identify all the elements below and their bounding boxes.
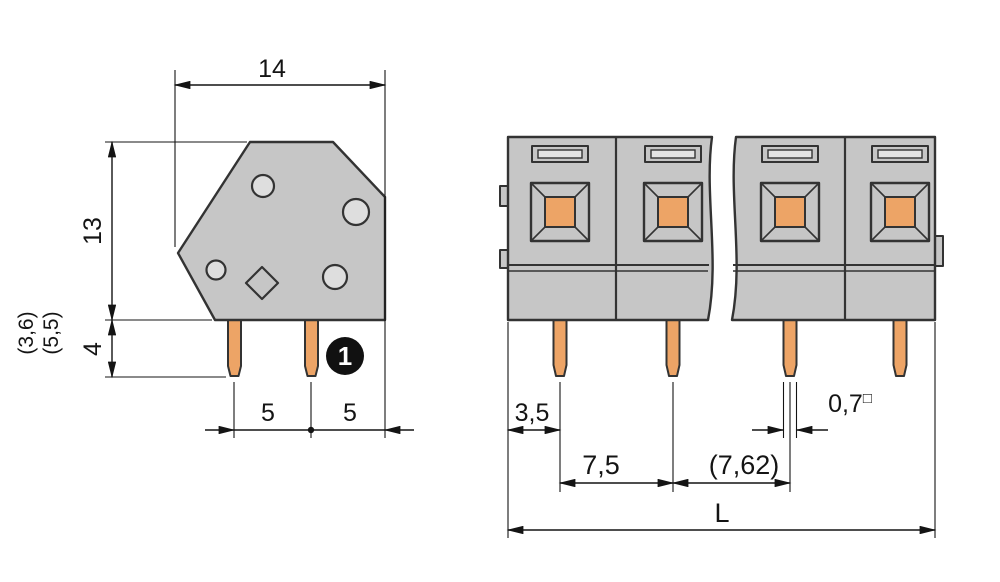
front-pin-3 [782, 319, 798, 377]
conductor-openings [544, 196, 916, 228]
dim-height-label: 13 [79, 217, 107, 245]
funnel-bevel-lines [530, 182, 930, 242]
dim-pitch-alt-label: (7,62) [709, 450, 780, 480]
front-pin-4 [892, 319, 908, 377]
round-hole-1 [250, 173, 276, 199]
round-hole-4 [321, 263, 349, 291]
callout-number: 1 [338, 341, 352, 371]
dim-pin-length-label: 4 [79, 342, 107, 356]
dim-edge-offset-label: 3,5 [515, 399, 550, 427]
conductor-opening-1 [544, 196, 576, 228]
conductor-opening-4 [884, 196, 916, 228]
side-pin-1 [227, 319, 242, 377]
dim-pin-width-label: 0,7□ [828, 390, 872, 418]
slot-recesses [537, 149, 923, 159]
dimension-lines-side [107, 80, 414, 435]
dimension-lines-front [506, 425, 937, 535]
side-view: 1 [176, 140, 387, 377]
dimensions: 14 13 4 (3,6) (5,5) 5 5 3,5 7,5 (7, [15, 55, 937, 538]
square-hole [244, 265, 280, 301]
dim-chain-dot [307, 426, 315, 434]
dim-spacing-right-label: 5 [343, 399, 357, 427]
dim-length-label: L [714, 498, 729, 528]
dim-alt-2-label: (5,5) [40, 311, 63, 354]
drawing: 1 [176, 135, 944, 377]
side-view-holes [205, 173, 371, 291]
front-view [499, 135, 944, 377]
front-pin-1 [552, 319, 568, 377]
round-hole-2 [341, 197, 371, 227]
front-pin-2 [665, 319, 681, 377]
side-pin-2 [304, 319, 319, 377]
side-view-pins [227, 319, 319, 377]
slot-recess-3 [767, 149, 813, 159]
slot-recess-1 [537, 149, 583, 159]
dim-pitch-label: 7,5 [582, 450, 620, 480]
callout-circle [326, 337, 364, 375]
extension-lines-front [507, 322, 936, 538]
slot-recess-2 [650, 149, 696, 159]
dim-spacing-left-label: 5 [261, 399, 275, 427]
dim-width-label: 14 [258, 55, 286, 83]
conductor-opening-3 [774, 196, 806, 228]
slot-recess-4 [877, 149, 923, 159]
dim-alt-1-label: (3,6) [15, 311, 38, 354]
extension-lines-side [105, 70, 386, 438]
conductor-opening-2 [657, 196, 689, 228]
round-hole-3 [205, 259, 227, 281]
callout-badge: 1 [326, 337, 364, 375]
